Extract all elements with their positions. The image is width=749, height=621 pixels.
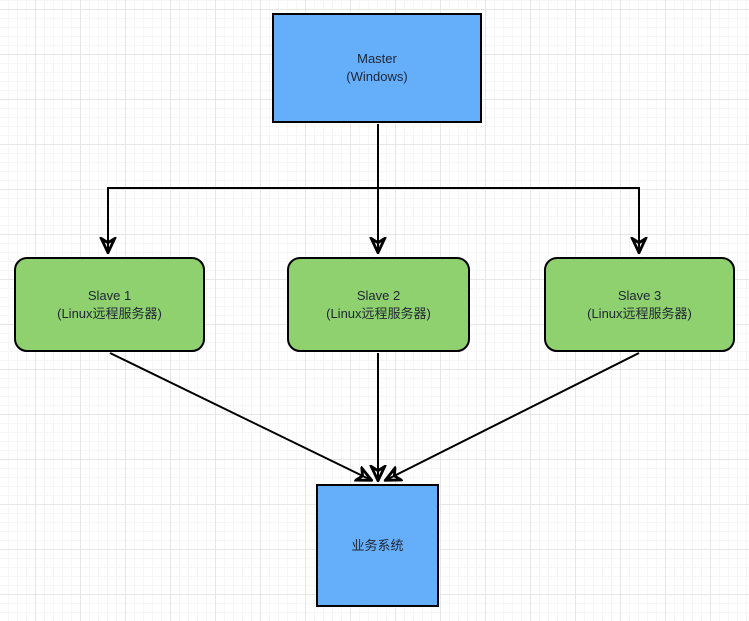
edge-slave3-business[interactable] [386, 352, 640, 480]
edge-slave1-business[interactable] [109, 352, 371, 480]
node-slave1-label-line1: Slave 1 [87, 287, 132, 303]
node-business[interactable]: 业务系统 [316, 484, 439, 607]
node-slave2[interactable]: Slave 2 (Linux远程服务器) [287, 257, 470, 352]
node-slave1[interactable]: Slave 1 (Linux远程服务器) [14, 257, 205, 352]
node-master-label-line1: Master [357, 51, 397, 67]
node-slave3-label-line1: Slave 3 [617, 287, 662, 303]
node-slave2-label-line1: Slave 2 [356, 287, 401, 303]
node-business-label-line1: 业务系统 [351, 537, 404, 553]
node-slave1-label-line2: (Linux远程服务器) [57, 305, 162, 321]
node-slave3[interactable]: Slave 3 (Linux远程服务器) [544, 257, 735, 352]
edge-master-slave1[interactable] [108, 124, 379, 252]
node-slave2-label-line2: (Linux远程服务器) [326, 305, 431, 321]
node-slave3-label-line2: (Linux远程服务器) [587, 305, 692, 321]
edge-master-slave3[interactable] [377, 124, 639, 252]
node-master-label-line2: (Windows) [346, 69, 408, 84]
node-master[interactable]: Master (Windows) [272, 13, 482, 123]
